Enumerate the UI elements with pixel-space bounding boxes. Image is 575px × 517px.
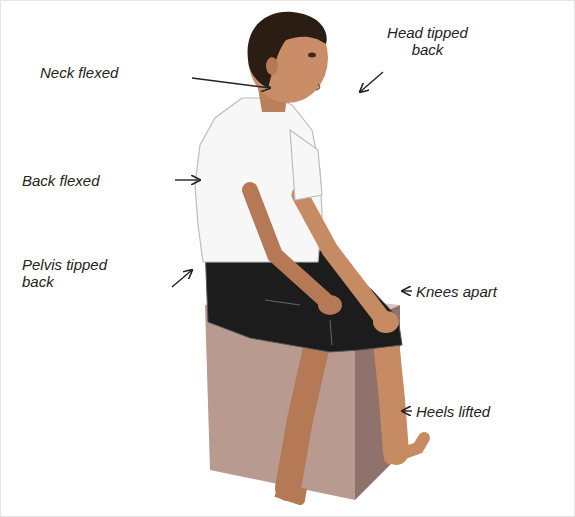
leader-arrows <box>172 72 412 411</box>
leader-arrow <box>402 410 412 411</box>
callout-label: Heels lifted <box>416 403 566 420</box>
leader-arrow <box>402 290 412 291</box>
far-leg <box>276 340 318 500</box>
arms <box>250 130 399 333</box>
near-leg <box>385 330 424 458</box>
callout-label: Neck flexed <box>40 64 190 81</box>
leader-arrow <box>192 78 270 88</box>
callout-label: Knees apart <box>416 283 566 300</box>
head <box>248 12 328 112</box>
callout-label: Pelvis tipped back <box>22 256 122 290</box>
leader-arrow <box>360 72 383 92</box>
callout-label: Back flexed <box>22 172 172 189</box>
callout-label: Head tipped back <box>380 24 475 58</box>
leader-arrow <box>175 179 200 180</box>
t-shirt <box>195 98 322 262</box>
leader-arrow <box>172 270 192 287</box>
